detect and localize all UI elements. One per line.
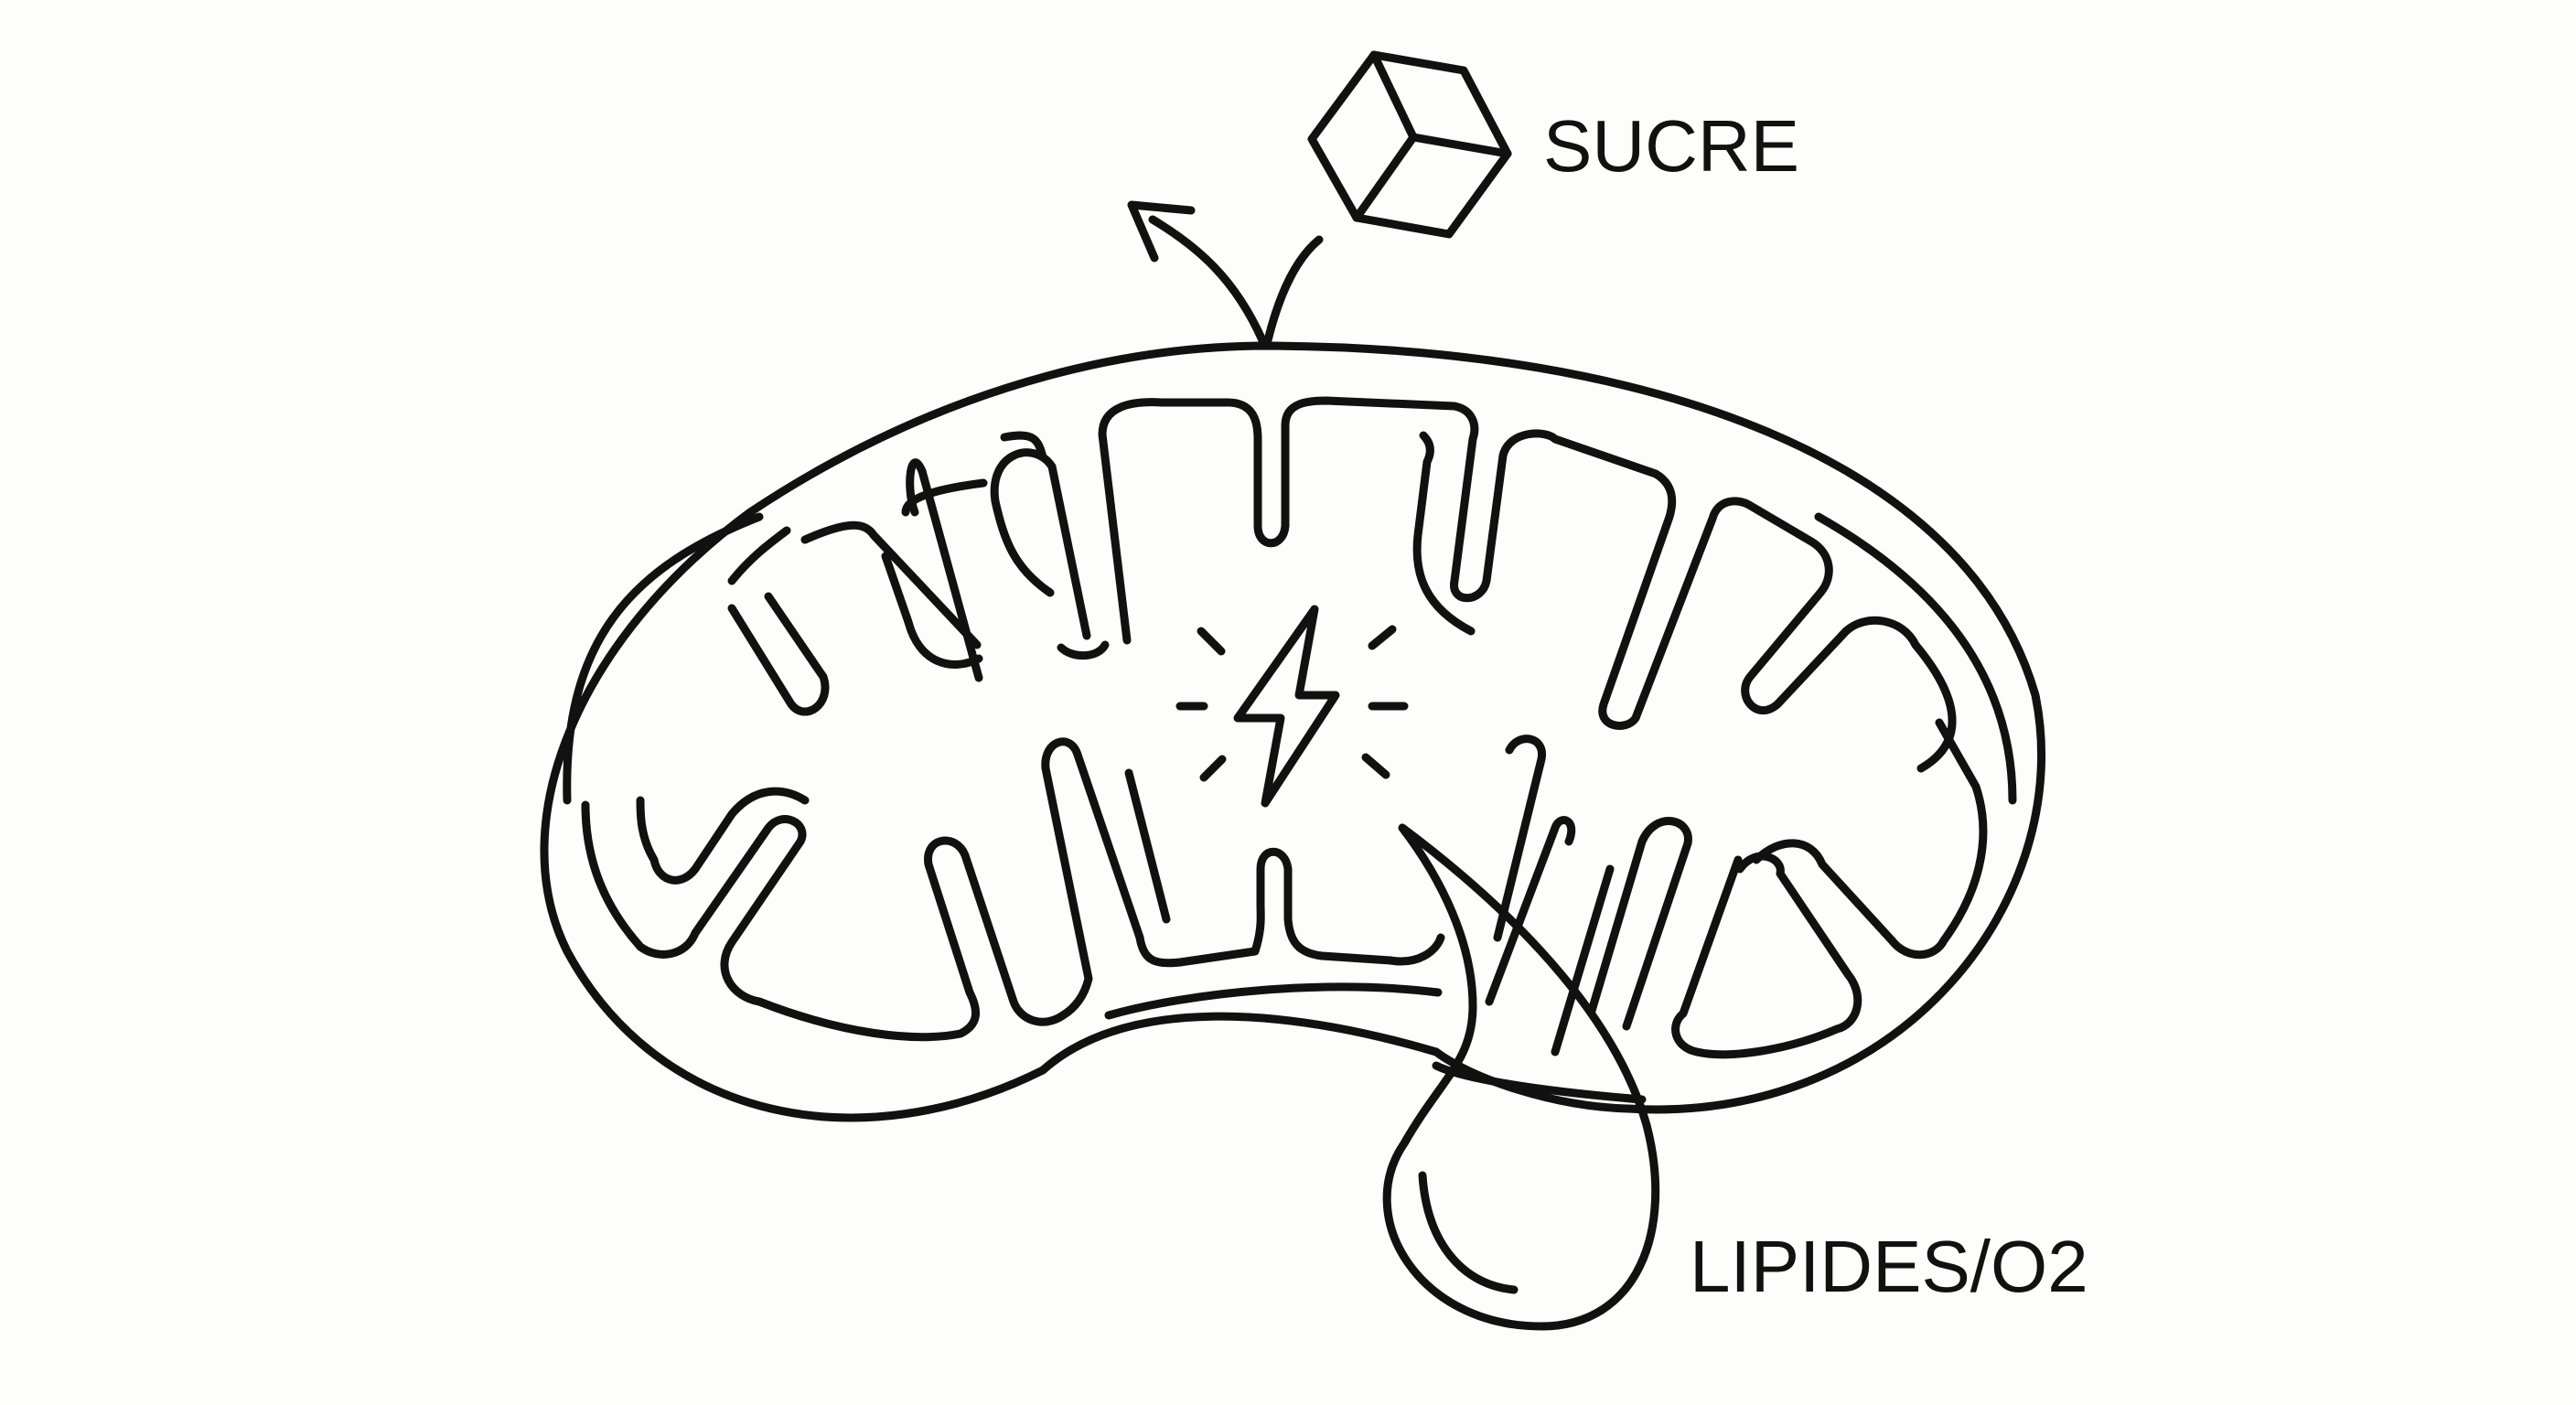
- lightning-bolt-icon: [1175, 605, 1409, 808]
- cristae: [581, 396, 1988, 1059]
- lipid-droplet-icon: [1382, 823, 1660, 1331]
- inner-membrane: [563, 512, 2017, 1104]
- lipids-label: LIPIDES/O2: [1690, 1226, 2088, 1307]
- curved-arrow-icon: [1127, 200, 1324, 345]
- sugar-cube-icon: [1307, 50, 1512, 239]
- outer-membrane: [540, 341, 2046, 1122]
- sugar-label: SUCRE: [1543, 105, 1800, 187]
